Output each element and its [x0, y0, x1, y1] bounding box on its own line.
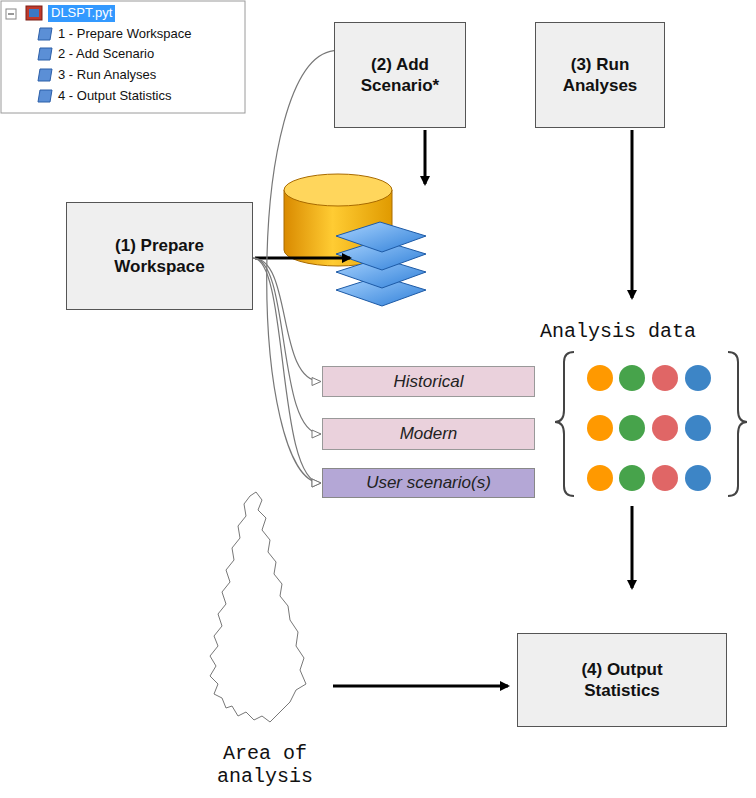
- node-text: (4) Output Statistics: [562, 659, 682, 702]
- area-label: Area of analysis: [205, 742, 325, 788]
- node-text: (1) Prepare Workspace: [95, 235, 225, 278]
- tree-panel: [1, 1, 245, 113]
- node-text: Historical: [394, 371, 464, 392]
- scenario-band: Historical: [322, 366, 535, 397]
- node-text: (2) Add Scenario*: [342, 54, 458, 97]
- node-text: User scenario(s): [366, 472, 491, 493]
- tool-item: 1 - Prepare Workspace: [58, 27, 191, 42]
- toolbox-name: DLSPT.pyt: [48, 5, 115, 22]
- process-box: (4) Output Statistics: [517, 633, 727, 727]
- area-map: [210, 492, 306, 722]
- scenario-band: Modern: [322, 418, 535, 450]
- data-label: Analysis data: [540, 320, 696, 343]
- connector: [253, 258, 321, 483]
- node-text: (3) Run Analyses: [543, 54, 657, 97]
- process-box: (2) Add Scenario*: [334, 22, 466, 128]
- tool-item: 4 - Output Statistics: [58, 89, 171, 104]
- data-dots: [587, 365, 711, 491]
- flow-arrows: [255, 130, 632, 686]
- scenario-band: User scenario(s): [322, 468, 535, 498]
- node-text: Modern: [400, 423, 458, 444]
- database-icon: [284, 174, 426, 306]
- connector: [253, 258, 321, 434]
- tool-item: 2 - Add Scenario: [58, 47, 154, 62]
- tool-item: 3 - Run Analyses: [58, 68, 156, 83]
- process-box: (3) Run Analyses: [535, 22, 665, 128]
- process-box: (1) Prepare Workspace: [66, 202, 253, 310]
- brace: [555, 352, 747, 496]
